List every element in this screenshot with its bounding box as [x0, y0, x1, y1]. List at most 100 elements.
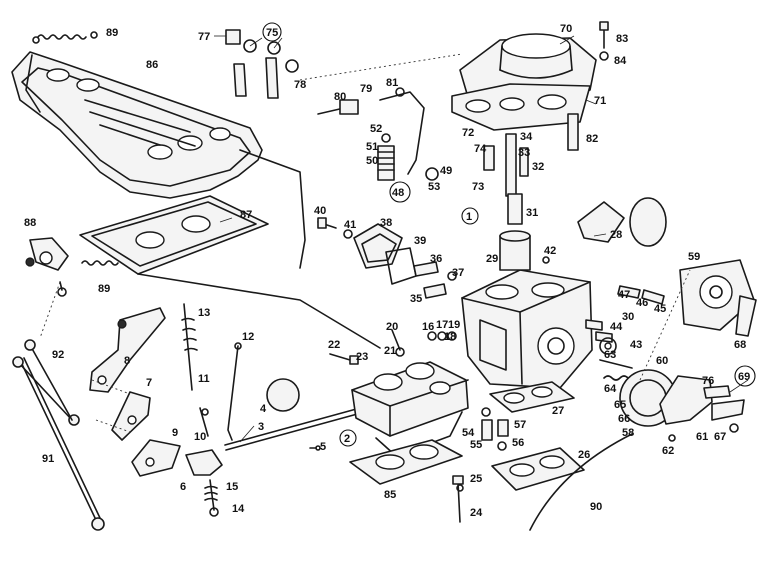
- accelerator-pump-housing: [679, 259, 757, 337]
- label-51: 51: [366, 141, 378, 153]
- label-36: 36: [430, 253, 442, 265]
- label-85: 85: [384, 489, 396, 501]
- label-67: 67: [714, 431, 726, 443]
- choke-cover: [577, 197, 667, 247]
- carburetor-top-cover: [451, 33, 597, 131]
- body-gaskets: [489, 381, 585, 491]
- label-82: 82: [586, 133, 598, 145]
- label-64: 64: [604, 383, 617, 395]
- label-90: 90: [590, 501, 602, 513]
- label-76: 76: [702, 375, 714, 387]
- label-18: 18: [444, 331, 456, 343]
- label-63: 63: [604, 349, 616, 361]
- banjo-fittings: [225, 29, 425, 175]
- label-10: 10: [194, 431, 206, 443]
- insulating-plate: [79, 195, 381, 349]
- label-69: 69: [738, 371, 750, 383]
- label-92: 92: [52, 349, 64, 361]
- label-17: 17: [436, 319, 448, 331]
- choke-pull-off: [317, 217, 417, 285]
- label-1: 1: [466, 211, 472, 223]
- label-22: 22: [328, 339, 340, 351]
- label-24: 24: [470, 507, 483, 519]
- label-35: 35: [410, 293, 422, 305]
- label-8: 8: [124, 355, 130, 367]
- label-11: 11: [198, 373, 210, 385]
- label-25: 25: [470, 473, 482, 485]
- part-labels: 89 86 77 75 78 79 80 81 52 51 50 49 48 5…: [24, 23, 750, 519]
- label-62: 62: [662, 445, 674, 457]
- label-19: 19: [448, 319, 460, 331]
- label-74: 74: [474, 143, 487, 155]
- label-28: 28: [610, 229, 622, 241]
- label-57: 57: [514, 419, 526, 431]
- label-6: 6: [180, 481, 186, 493]
- label-47: 47: [618, 289, 630, 301]
- label-2: 2: [344, 433, 350, 445]
- label-29: 29: [486, 253, 498, 265]
- pump-diaphragm-parts: [599, 337, 745, 442]
- label-7: 7: [146, 377, 152, 389]
- label-52: 52: [370, 123, 382, 135]
- label-72: 72: [462, 127, 474, 139]
- label-48: 48: [392, 187, 404, 199]
- label-87: 87: [240, 209, 252, 221]
- label-60: 60: [656, 355, 668, 367]
- label-88: 88: [24, 217, 36, 229]
- throttle-body: [351, 361, 469, 457]
- float-chamber-screws: [542, 256, 665, 343]
- label-89b: 89: [98, 283, 110, 295]
- carburetor-main-body: [461, 230, 593, 389]
- label-16: 16: [422, 321, 434, 333]
- label-81: 81: [386, 77, 398, 89]
- label-50: 50: [366, 155, 378, 167]
- small-screws-left: [309, 329, 457, 451]
- label-15: 15: [226, 481, 238, 493]
- label-59: 59: [688, 251, 700, 263]
- throttle-lever-88: [25, 237, 69, 297]
- label-49: 49: [440, 165, 452, 177]
- label-86: 86: [146, 59, 158, 71]
- label-46: 46: [636, 297, 648, 309]
- label-5: 5: [320, 441, 326, 453]
- label-68: 68: [734, 339, 746, 351]
- label-13: 13: [198, 307, 210, 319]
- label-83: 83: [616, 33, 628, 45]
- label-42: 42: [544, 245, 556, 257]
- label-4: 4: [260, 403, 267, 415]
- circled-markers: [262, 22, 756, 447]
- label-65: 65: [614, 399, 626, 411]
- label-43: 43: [630, 339, 642, 351]
- accel-pump-parts: [481, 407, 509, 451]
- label-77: 77: [198, 31, 210, 43]
- label-41: 41: [344, 219, 356, 231]
- label-45: 45: [654, 303, 666, 315]
- label-9: 9: [172, 427, 178, 439]
- label-55: 55: [470, 439, 482, 451]
- connecting-rods: [12, 339, 105, 531]
- label-84: 84: [614, 55, 627, 67]
- linkage-levers: [89, 307, 223, 517]
- label-37: 37: [452, 267, 464, 279]
- label-33: 33: [518, 147, 530, 159]
- label-31: 31: [526, 207, 538, 219]
- label-79: 79: [360, 83, 372, 95]
- label-12: 12: [242, 331, 254, 343]
- throttle-shaft: [199, 378, 362, 451]
- base-gasket: [349, 439, 463, 485]
- label-39: 39: [414, 235, 426, 247]
- long-screw: [452, 475, 464, 523]
- label-78: 78: [294, 79, 306, 91]
- link-rods: [181, 303, 242, 441]
- cover-screw: [567, 21, 609, 151]
- label-61: 61: [696, 431, 708, 443]
- choke-cable: [529, 433, 633, 531]
- emulsion-tubes: [483, 133, 529, 225]
- assembly-guides: [39, 53, 691, 433]
- label-73: 73: [472, 181, 484, 193]
- return-spring-lower: [81, 260, 119, 266]
- label-34: 34: [520, 131, 533, 143]
- label-27: 27: [552, 405, 564, 417]
